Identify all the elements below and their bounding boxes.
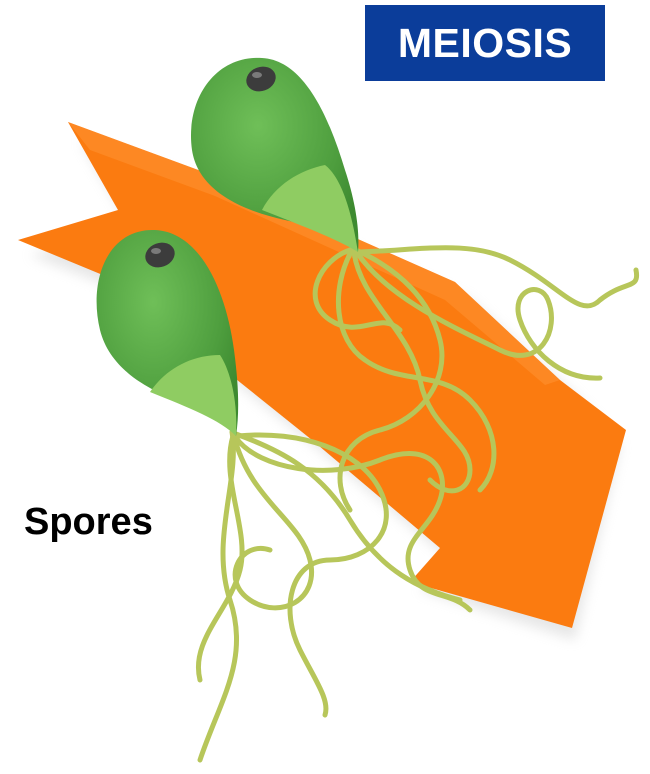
spores-label: Spores: [24, 498, 153, 546]
meiosis-label: MEIOSIS: [365, 5, 605, 81]
